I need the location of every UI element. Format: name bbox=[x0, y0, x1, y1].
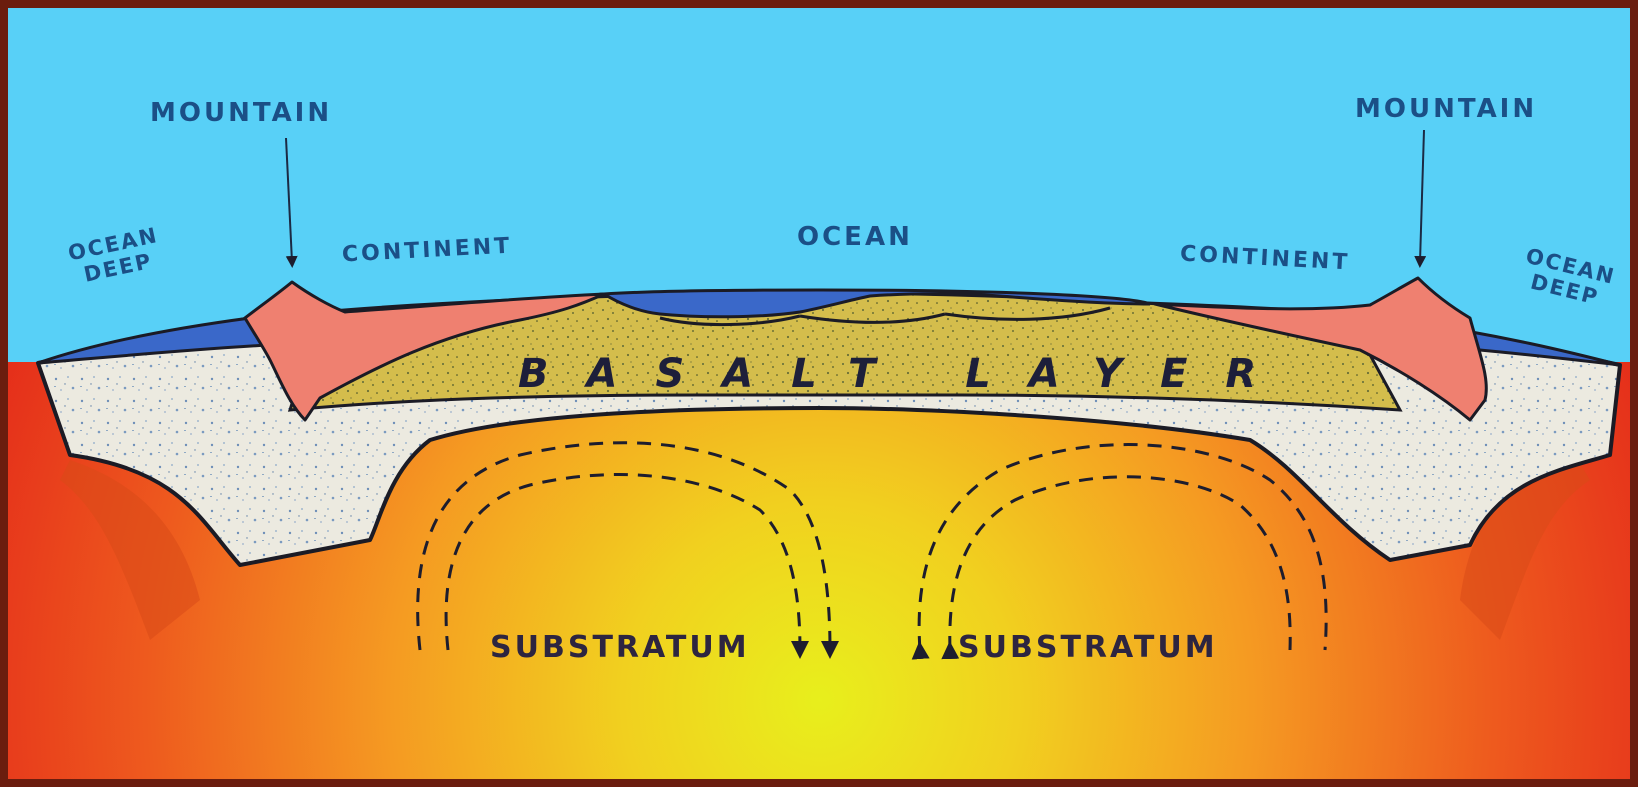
basalt-layer-label: BASALT LAYER bbox=[518, 354, 1294, 394]
ocean-label: OCEAN bbox=[797, 224, 913, 250]
mountain-right-label: MOUNTAIN bbox=[1355, 96, 1537, 122]
substratum-left-label: SUBSTRATUM bbox=[490, 633, 750, 663]
substratum-right-label: SUBSTRATUM bbox=[958, 633, 1218, 663]
mountain-left-label: MOUNTAIN bbox=[150, 100, 332, 126]
